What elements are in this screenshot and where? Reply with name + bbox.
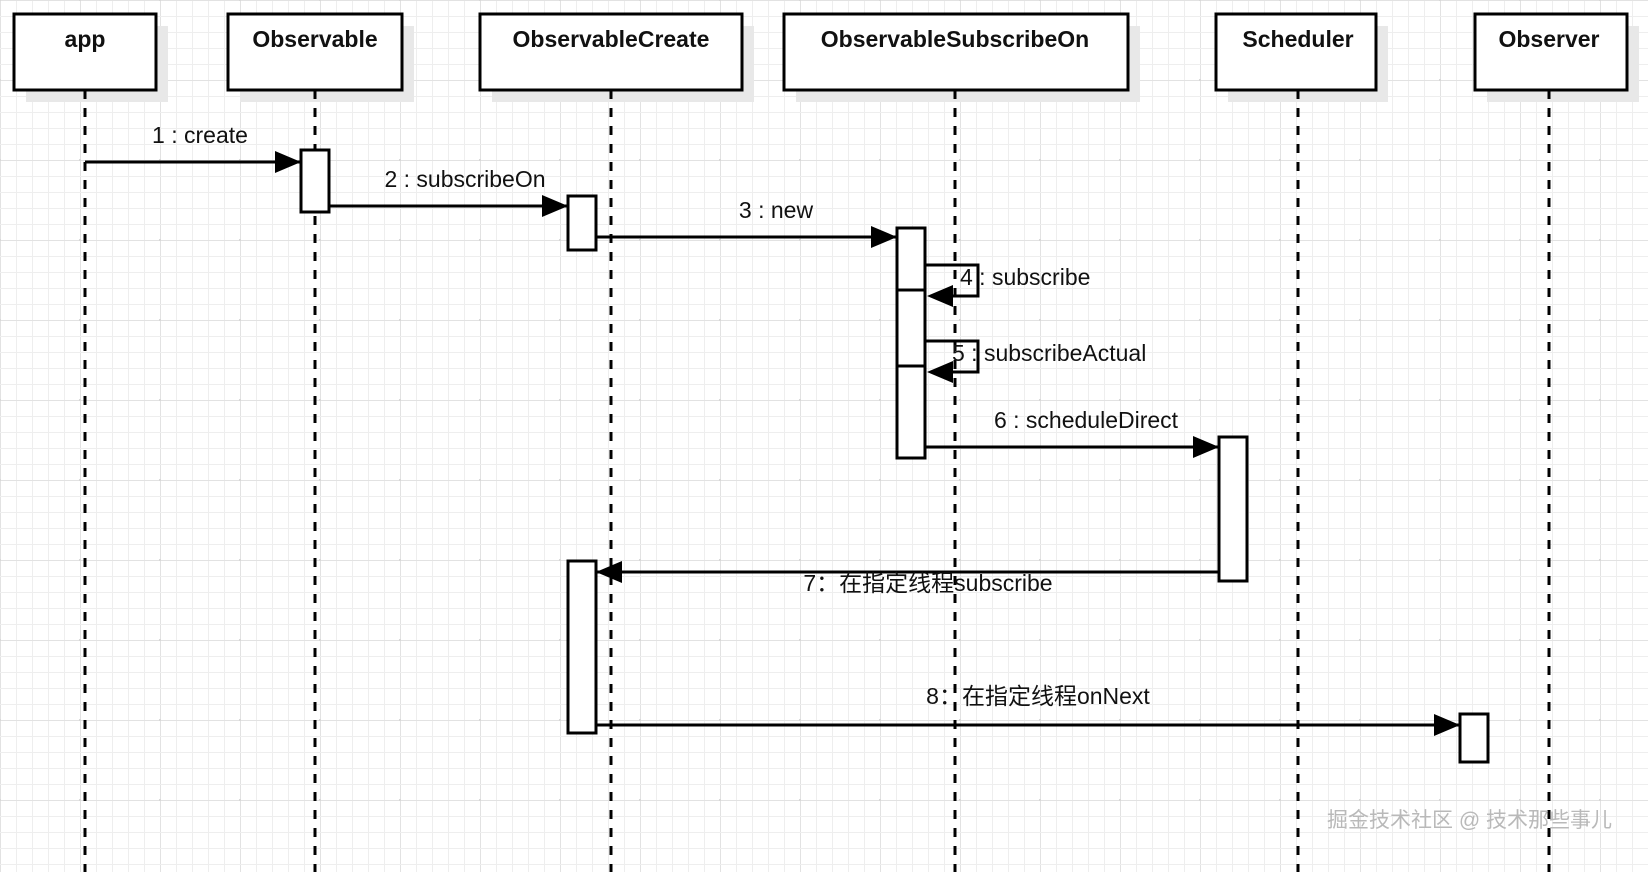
participant-observable-subscribe-on[interactable]: ObservableSubscribeOn <box>782 12 1130 92</box>
activation-bar-act-subscribe-on-1 <box>895 226 927 292</box>
participant-label-observable-create: ObservableCreate <box>513 26 710 52</box>
participant-box-observer[interactable] <box>1473 12 1629 92</box>
activation-bar-act-observable <box>299 148 331 214</box>
message-label-5: 5 : subscribeActual <box>952 340 1146 366</box>
participant-label-observable: Observable <box>252 26 377 52</box>
message-line-5 <box>925 339 980 374</box>
participant-label-scheduler: Scheduler <box>1242 26 1353 52</box>
activation-bar-act-observer <box>1458 712 1490 764</box>
message-arrowhead-3 <box>871 226 897 248</box>
activation-bars <box>299 148 1490 764</box>
message-arrowhead-6 <box>1193 436 1219 458</box>
participant-scheduler[interactable]: Scheduler <box>1214 12 1378 92</box>
participant-box-scheduler[interactable] <box>1214 12 1378 92</box>
participant-observable-create[interactable]: ObservableCreate <box>478 12 744 92</box>
message-arrowhead-2 <box>542 195 568 217</box>
message-arrowhead-4 <box>927 285 953 307</box>
message-label-2: 2 : subscribeOn <box>384 166 545 192</box>
activation-bar-act-observable-create-1 <box>566 194 598 252</box>
message-label-3: 3 : new <box>739 197 814 223</box>
message-label-8: 8：在指定线程onNext <box>926 683 1150 709</box>
message-line-4 <box>925 263 980 298</box>
watermark-text: 掘金技术社区 @ 技术那些事儿 <box>1327 809 1612 832</box>
participant-app[interactable]: app <box>12 12 158 92</box>
watermark: 掘金技术社区 @ 技术那些事儿 <box>1327 809 1612 832</box>
activation-bar-act-scheduler <box>1217 435 1249 583</box>
messages <box>85 151 1460 736</box>
participant-label-app: app <box>65 26 106 52</box>
activation-bar-act-observable-create-2 <box>566 559 598 735</box>
message-arrowhead-5 <box>927 361 953 383</box>
message-arrowhead-8 <box>1434 714 1460 736</box>
participant-box-observable[interactable] <box>226 12 404 92</box>
message-arrowhead-1 <box>275 151 301 173</box>
participant-observer[interactable]: Observer <box>1473 12 1629 92</box>
message-labels: 1 : create 2 : subscribeOn 3 : new 4 : subs… <box>152 122 1179 709</box>
activation-bar-act-subscribe-on-2 <box>895 288 927 368</box>
participant-label-observer: Observer <box>1498 26 1599 52</box>
participant-box-app[interactable] <box>12 12 158 92</box>
participant-label-observable-subscribe-on: ObservableSubscribeOn <box>821 26 1089 52</box>
participant-box-observable-subscribe-on[interactable] <box>782 12 1130 92</box>
lifelines <box>83 90 1551 872</box>
participant-box-observable-create[interactable] <box>478 12 744 92</box>
participant-boxes: app Observable ObservableCreate ObservableS… <box>12 12 1629 92</box>
message-label-6: 6 : scheduleDirect <box>994 407 1179 433</box>
participant-observable[interactable]: Observable <box>226 12 404 92</box>
activation-bar-act-subscribe-on-3 <box>895 364 927 460</box>
message-label-1: 1 : create <box>152 122 248 148</box>
message-label-4: 4 : subscribe <box>960 264 1090 290</box>
message-arrowhead-7 <box>596 561 622 583</box>
message-label-7: 7：在指定线程subscribe <box>803 570 1052 596</box>
